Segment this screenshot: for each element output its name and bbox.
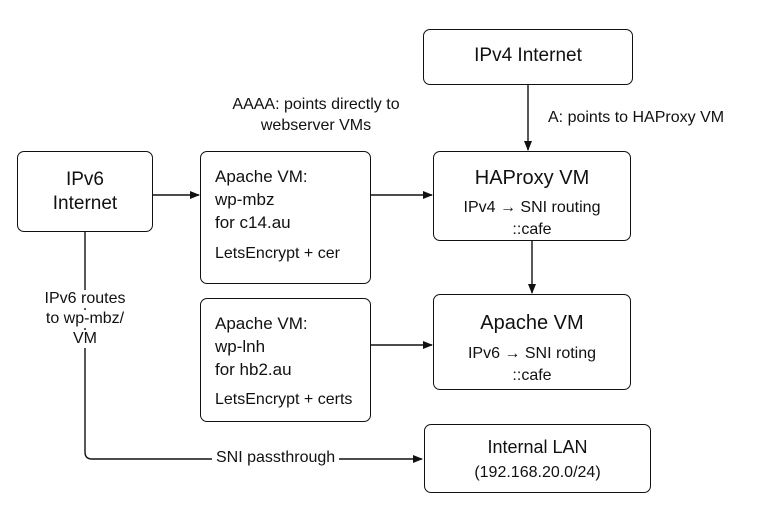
sni-passthrough-label: SNI passthrough [212,449,340,468]
haproxy-vm-line1: IPv4 → SNI routing [463,199,601,216]
ipv6-internet-box: IPv6 Internet [17,151,153,232]
ipv4-internet-box: IPv4 Internet [423,29,633,85]
apache-vm-lnh-box: Apache VM: wp-lnh for hb2.au LetsEncrypt… [200,298,371,422]
apache-vm-sni-title: Apache VM [480,312,584,334]
apache-vm-mbz-line4: LetsEncrypt + cer [215,245,340,262]
ipv6-routes-line2: to wp-mbz/ [22,310,148,329]
ipv6-internet-line1: IPv6 [65,169,105,190]
ipv4-internet-label: IPv4 Internet [474,45,582,66]
internal-lan-line2: (192.168.20.0/24) [474,464,601,481]
apache-vm-lnh-line2: wp-lnh [215,337,266,356]
apache-vm-mbz-line2: wp-mbz [215,190,275,209]
apache-vm-lnh-line1: Apache VM: [215,314,308,333]
aaaa-note-line2: webserver VMs [260,117,372,134]
ipv6-internet-line2: Internet [52,193,118,214]
apache-vm-mbz-box: Apache VM: wp-mbz for c14.au LetsEncrypt… [200,151,371,284]
internal-lan-line1: Internal LAN [487,437,588,457]
internal-lan-box: Internal LAN (192.168.20.0/24) [424,424,651,493]
haproxy-vm-title: HAProxy VM [474,167,590,189]
ipv6-routes-line1: IPv6 routes [22,290,148,309]
apache-vm-lnh-line3: for hb2.au [215,360,292,379]
apache-vm-sni-line2: ::cafe [512,367,552,384]
apache-vm-mbz-line3: for c14.au [215,213,291,232]
apache-vm-sni-line1: IPv6 → SNI roting [467,345,597,362]
haproxy-vm-line2: ::cafe [512,221,552,238]
apache-vm-mbz-line1: Apache VM: [215,167,308,186]
ipv6-routes-line3: VM [22,330,148,349]
arrow-ipv6-to-internal-lan [84,232,423,463]
a-record-note: A: points to HAProxy VM [548,109,725,126]
apache-vm-lnh-line4: LetsEncrypt + certs [215,391,353,408]
aaaa-note-line1: AAAA: points directly to [232,96,400,113]
haproxy-vm-box: HAProxy VM IPv4 → SNI routing ::cafe [433,151,631,241]
apache-vm-sni-box: Apache VM IPv6 → SNI roting ::cafe [433,294,631,390]
